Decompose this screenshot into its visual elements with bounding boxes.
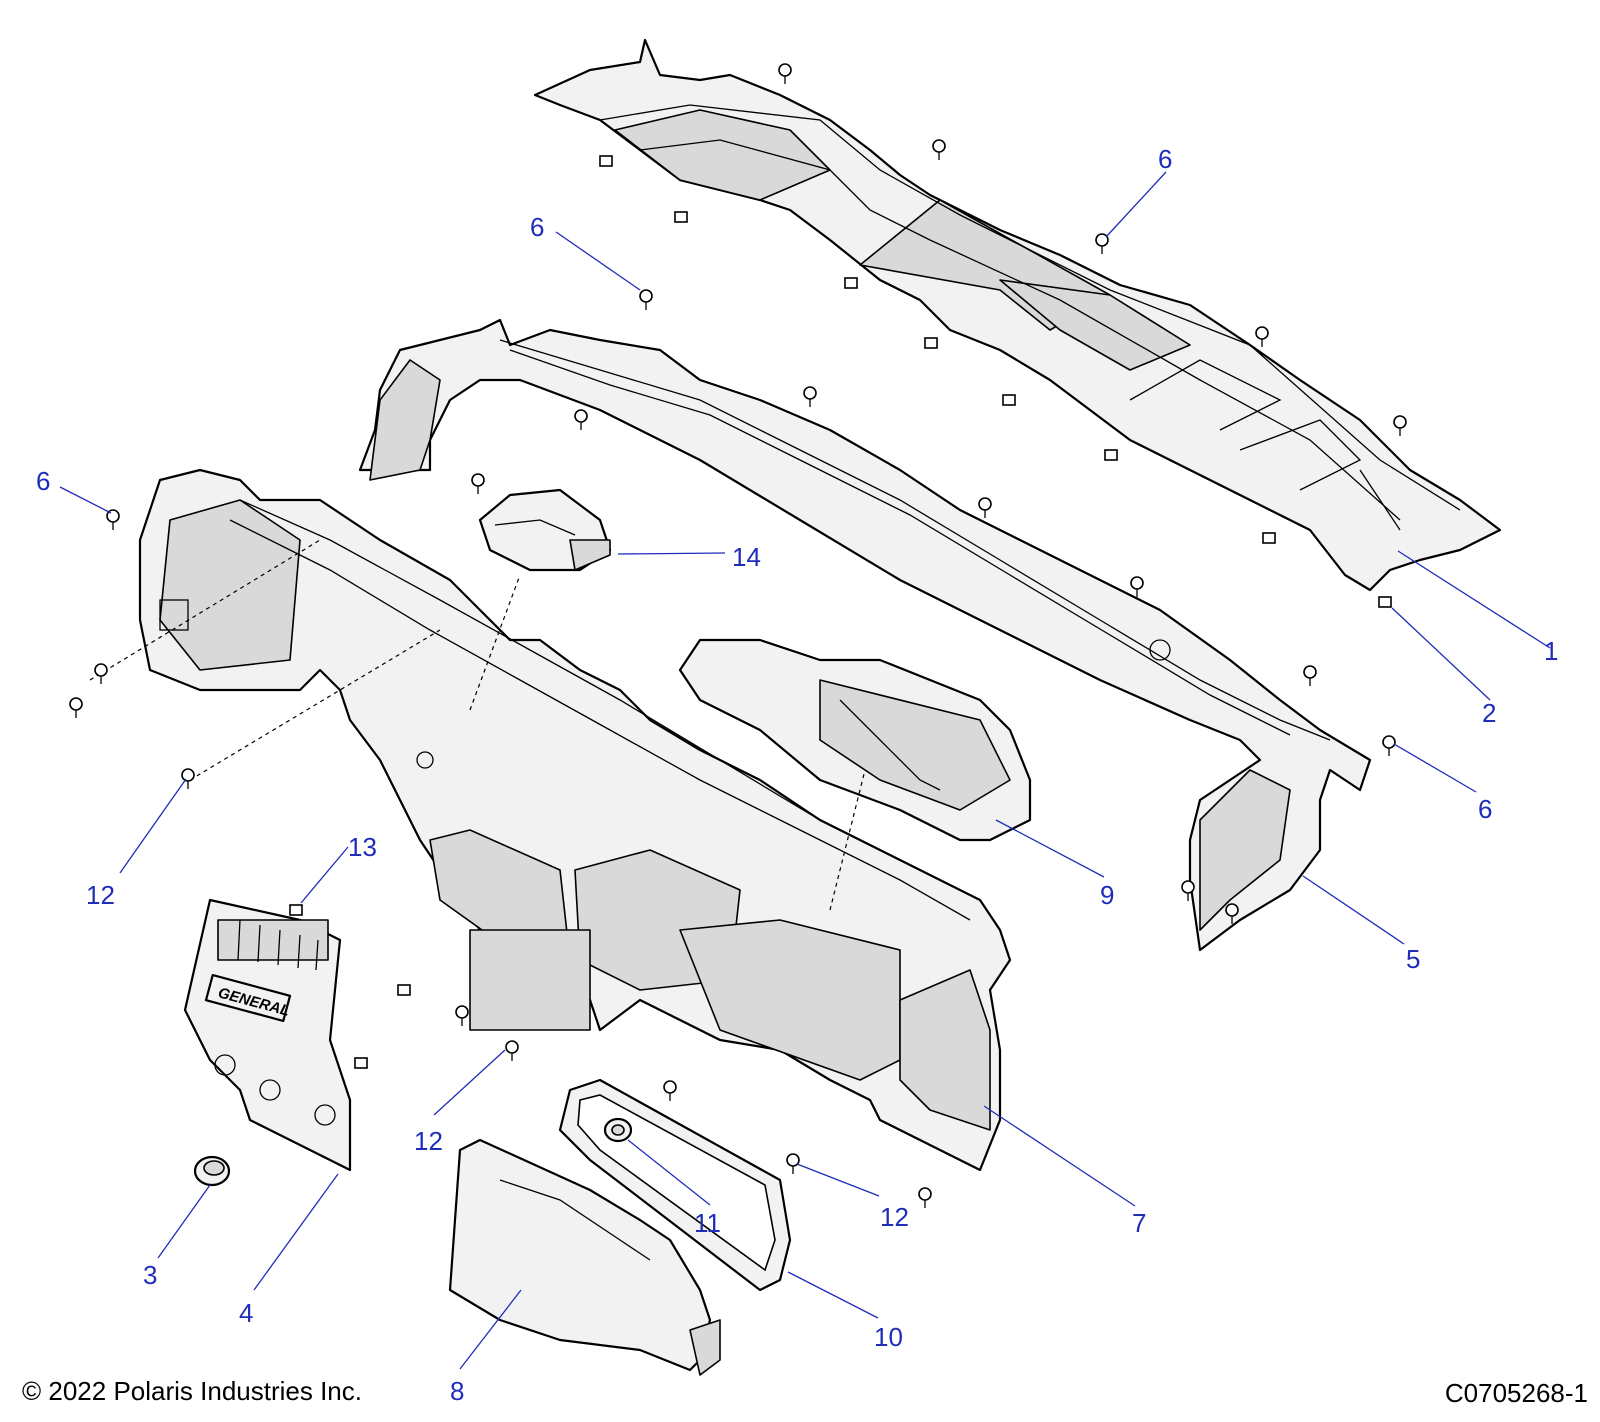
callout-13: 13 bbox=[348, 832, 377, 862]
screw-icon bbox=[978, 497, 992, 518]
clip-icon bbox=[1378, 596, 1392, 608]
leader-lines bbox=[59, 171, 1551, 1370]
part-7-main-dash bbox=[138, 468, 1012, 1172]
copyright-notice: © 2022 Polaris Industries Inc. bbox=[22, 1376, 362, 1406]
screw-icon bbox=[1225, 903, 1239, 924]
part-9-glove-tray bbox=[678, 638, 1032, 842]
screw-icon bbox=[1095, 233, 1109, 254]
clip-icon bbox=[397, 984, 411, 996]
clip-icon bbox=[1104, 449, 1118, 461]
screw-icon bbox=[505, 1040, 519, 1061]
screw-icon bbox=[181, 768, 195, 789]
screw-icon bbox=[803, 386, 817, 407]
screw-icon bbox=[1130, 576, 1144, 597]
clip-icon bbox=[289, 904, 303, 916]
screw-icon bbox=[778, 63, 792, 84]
callout-12: 12 bbox=[414, 1126, 443, 1156]
part-5-upper-dash-rail bbox=[358, 318, 1372, 952]
callout-14: 14 bbox=[732, 542, 761, 572]
callout-3: 3 bbox=[143, 1260, 157, 1290]
part-3-plug bbox=[193, 1155, 231, 1187]
callout-6: 6 bbox=[36, 466, 50, 496]
assembly-lines bbox=[89, 539, 866, 911]
callout-11: 11 bbox=[694, 1208, 721, 1238]
callout-12: 12 bbox=[880, 1202, 909, 1232]
callout-6: 6 bbox=[530, 212, 544, 242]
callout-8: 8 bbox=[450, 1376, 464, 1406]
callout-4: 4 bbox=[239, 1298, 253, 1328]
screw-icon bbox=[106, 509, 120, 530]
screw-icon bbox=[94, 663, 108, 684]
screw-icon bbox=[1181, 880, 1195, 901]
part-8-glove-box-door bbox=[448, 1138, 721, 1376]
screw-icon bbox=[1255, 326, 1269, 347]
part-14-storage-tray bbox=[478, 488, 612, 572]
callout-12: 12 bbox=[86, 880, 115, 910]
screw-icon bbox=[786, 1153, 800, 1174]
diagram-code: C0705268-1 bbox=[1444, 1378, 1588, 1408]
part-1-upper-dash-cover bbox=[533, 38, 1502, 592]
screw-icon bbox=[1303, 665, 1317, 686]
screw-icon bbox=[918, 1187, 932, 1208]
callout-5: 5 bbox=[1406, 944, 1420, 974]
screw-icon bbox=[574, 409, 588, 430]
part-11-grommet bbox=[603, 1117, 633, 1143]
callout-1: 1 bbox=[1544, 636, 1558, 666]
screw-icon bbox=[471, 473, 485, 494]
callout-labels: 1 2 3 4 5 6 6 6 6 7 8 9 10 11 12 12 12 1… bbox=[36, 144, 1558, 1406]
clip-icon bbox=[354, 1057, 368, 1069]
screw-icon bbox=[69, 697, 83, 718]
callout-9: 9 bbox=[1100, 880, 1114, 910]
clip-icon bbox=[844, 277, 858, 289]
fasteners bbox=[69, 63, 1407, 1208]
screw-icon bbox=[663, 1080, 677, 1101]
clip-icon bbox=[924, 337, 938, 349]
callout-2: 2 bbox=[1482, 698, 1496, 728]
screw-icon bbox=[455, 1005, 469, 1026]
callout-6: 6 bbox=[1478, 794, 1492, 824]
screw-icon bbox=[1393, 415, 1407, 436]
screw-icon bbox=[639, 289, 653, 310]
clip-icon bbox=[1002, 394, 1016, 406]
clip-icon bbox=[1262, 532, 1276, 544]
screw-icon bbox=[1382, 735, 1396, 756]
callout-10: 10 bbox=[874, 1322, 903, 1352]
callout-6: 6 bbox=[1158, 144, 1172, 174]
callout-7: 7 bbox=[1132, 1208, 1146, 1238]
part-4-instrument-bezel: GENERAL bbox=[183, 898, 352, 1172]
screw-icon bbox=[932, 139, 946, 160]
clip-icon bbox=[599, 155, 613, 167]
clip-icon bbox=[674, 211, 688, 223]
